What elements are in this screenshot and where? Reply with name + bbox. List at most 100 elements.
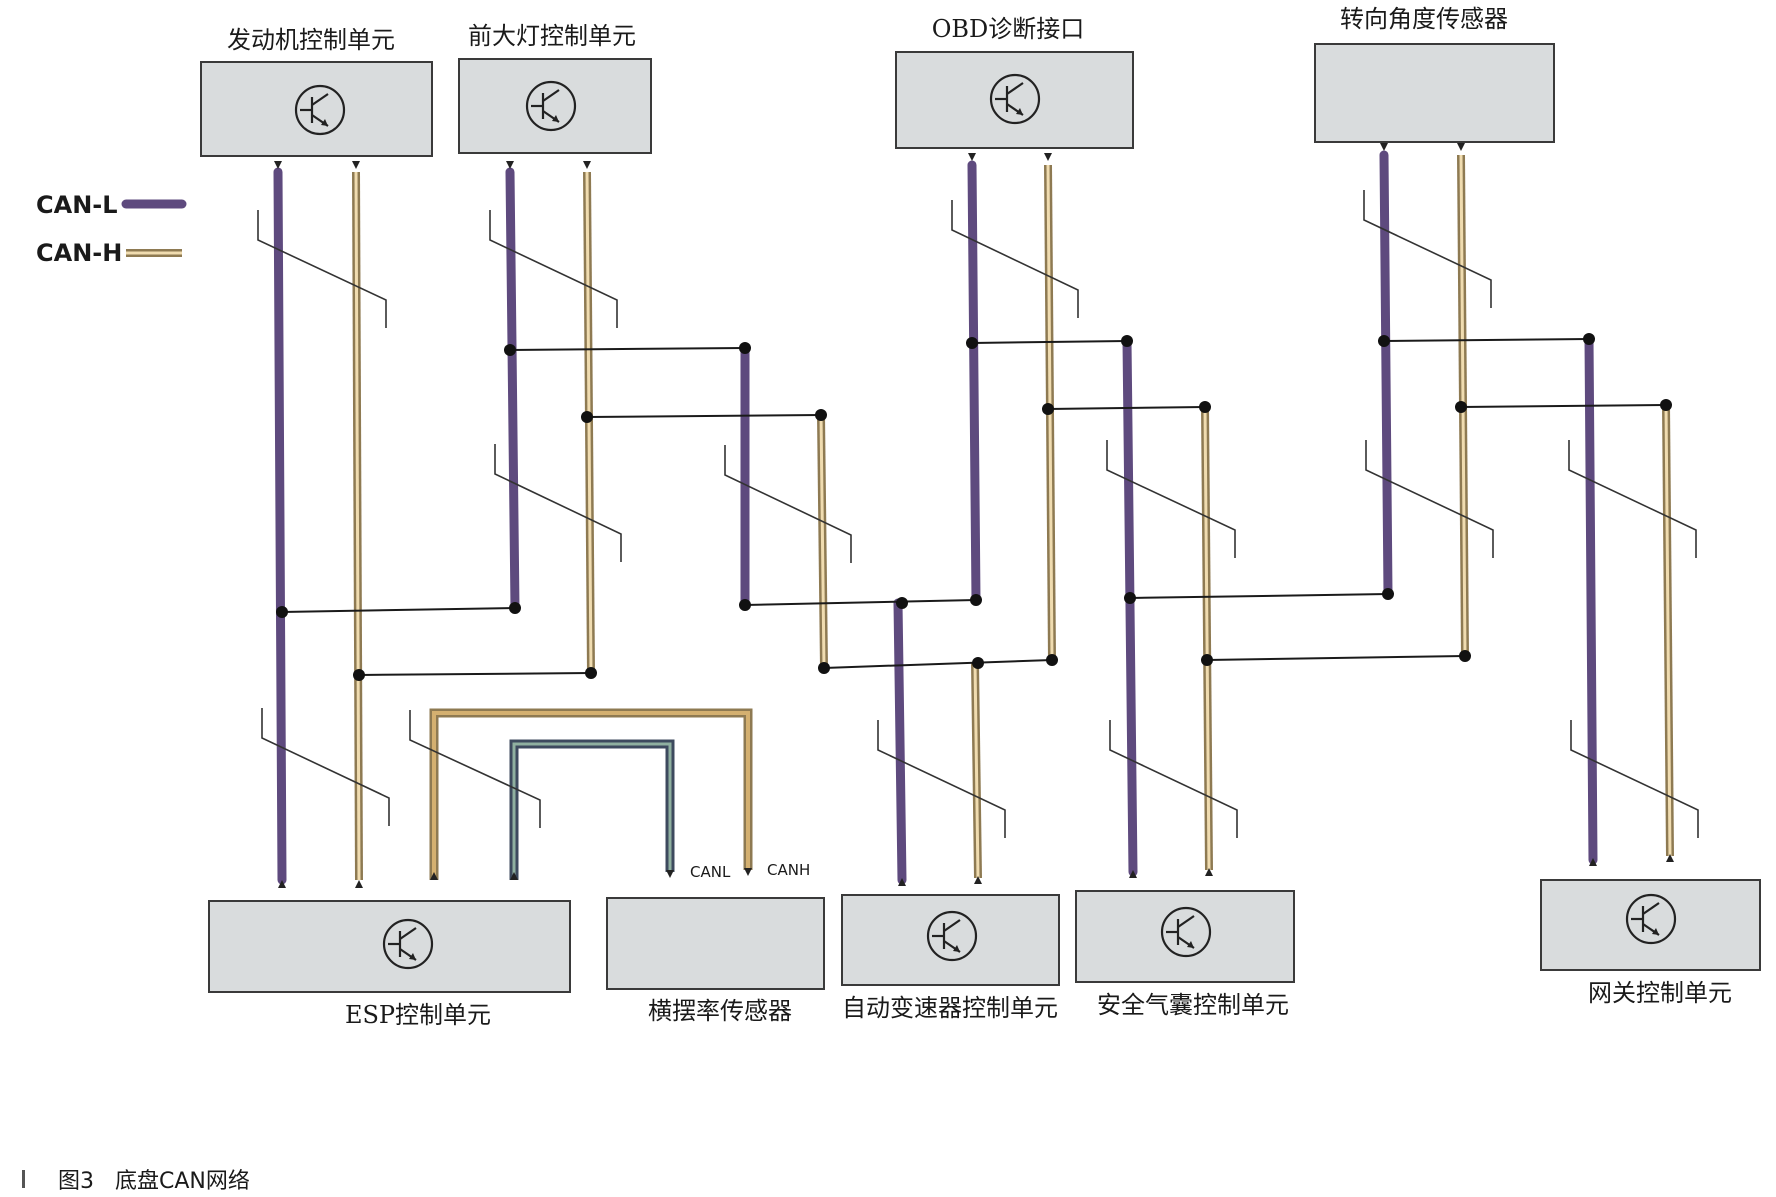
transistor-icon bbox=[989, 73, 1041, 125]
twisted-pair-mark bbox=[257, 210, 387, 328]
connector-arrow bbox=[1666, 854, 1674, 862]
junction-node bbox=[504, 344, 516, 356]
junction-node bbox=[353, 669, 365, 681]
bridge-wire bbox=[1129, 593, 1389, 599]
can-l-wire bbox=[1379, 150, 1393, 599]
junction-node bbox=[1124, 592, 1136, 604]
bridge-wire bbox=[509, 347, 746, 351]
bottom-unit-esp: ESP控制单元 bbox=[208, 900, 571, 1029]
junction-node bbox=[739, 599, 751, 611]
bridge-wire bbox=[1047, 406, 1206, 410]
connector-arrow bbox=[1380, 143, 1388, 151]
can-l-wire bbox=[505, 167, 520, 613]
junction-node bbox=[581, 411, 593, 423]
connector-arrow bbox=[506, 161, 514, 169]
junction-node bbox=[1042, 403, 1054, 415]
bridge-wire bbox=[1206, 655, 1466, 661]
can-h-wire-core bbox=[354, 171, 361, 881]
unit-label-yaw: 横摆率传感器 bbox=[648, 997, 792, 1025]
can-l-wire bbox=[1584, 334, 1598, 865]
twisted-pair-mark bbox=[1106, 440, 1236, 558]
twisted-pair-mark bbox=[951, 200, 1079, 318]
can-l-wire bbox=[967, 160, 981, 605]
can-wires bbox=[257, 143, 1699, 888]
bridge-wire bbox=[1383, 338, 1590, 342]
can-h-wire-core bbox=[1203, 406, 1211, 871]
legend-can-h-label: CAN-H bbox=[36, 239, 122, 267]
unit-label-esp: ESP控制单元 bbox=[345, 1001, 491, 1029]
junction-node bbox=[276, 606, 288, 618]
junction-node bbox=[1382, 588, 1394, 600]
bottom-unit-yaw: 横摆率传感器 CANL CANH bbox=[606, 861, 825, 1025]
can-h-wire-core bbox=[973, 662, 980, 879]
esp-yaw-canl-cable-core bbox=[512, 742, 672, 880]
junction-node bbox=[818, 662, 830, 674]
connector-arrow bbox=[1457, 143, 1465, 151]
can-l-wire bbox=[893, 598, 907, 885]
connector-arrow bbox=[974, 876, 982, 884]
twisted-pair-mark bbox=[409, 710, 541, 828]
ecu-box bbox=[208, 900, 571, 993]
ecu-box bbox=[200, 61, 433, 157]
junction-node bbox=[970, 594, 982, 606]
ecu-box bbox=[1075, 890, 1295, 983]
unit-label-obd: OBD诊断接口 bbox=[932, 15, 1085, 43]
connector-arrow bbox=[1205, 868, 1213, 876]
ecu-box bbox=[841, 894, 1060, 986]
connector-arrow bbox=[352, 161, 360, 169]
junction-node bbox=[1583, 333, 1595, 345]
unit-label-trans: 自动变速器控制单元 bbox=[842, 994, 1058, 1022]
junction-node bbox=[815, 409, 827, 421]
legend: CAN-L CAN-H bbox=[36, 191, 187, 267]
junction-node bbox=[1459, 650, 1471, 662]
connector-arrow bbox=[744, 868, 752, 876]
unit-label-headlight: 前大灯控制单元 bbox=[468, 22, 636, 50]
twisted-pair-mark bbox=[1109, 720, 1238, 838]
junction-node bbox=[1199, 401, 1211, 413]
twisted-pair-mark bbox=[724, 445, 852, 563]
connector-arrow bbox=[274, 161, 282, 169]
bottom-unit-gateway: 网关控制单元 bbox=[1540, 879, 1761, 1007]
ecu-box bbox=[895, 51, 1134, 149]
junction-node bbox=[1378, 335, 1390, 347]
twisted-pair-mark bbox=[1570, 720, 1699, 838]
twisted-pair-mark bbox=[494, 444, 622, 562]
bridge-wire bbox=[744, 599, 977, 606]
transistor-icon bbox=[1160, 906, 1212, 958]
connector-arrow bbox=[898, 878, 906, 886]
transistor-icon bbox=[294, 84, 346, 136]
twisted-pair-mark bbox=[877, 720, 1006, 838]
caption-text: 图3 底盘CAN网络 bbox=[58, 1169, 250, 1194]
can-h-wire-core bbox=[1664, 404, 1672, 857]
connector-arrow bbox=[968, 153, 976, 161]
junction-node bbox=[739, 342, 751, 354]
bridge-wire bbox=[823, 659, 1053, 669]
figure-caption: 图3 底盘CAN网络 bbox=[22, 1169, 250, 1194]
bottom-unit-airbag: 安全气囊控制单元 bbox=[1075, 890, 1295, 1019]
bridge-wire bbox=[358, 672, 592, 676]
junction-node bbox=[972, 657, 984, 669]
junction-node bbox=[1455, 401, 1467, 413]
top-unit-engine: 发动机控制单元 bbox=[200, 26, 433, 157]
yaw-pin-canl: CANL bbox=[690, 863, 731, 881]
transistor-icon bbox=[525, 80, 577, 132]
transistor-icon bbox=[926, 910, 978, 962]
twisted-pair-mark bbox=[489, 210, 618, 328]
connector-arrow bbox=[1044, 153, 1052, 161]
bridge-wire bbox=[586, 414, 822, 418]
unit-label-airbag: 安全气囊控制单元 bbox=[1097, 991, 1289, 1019]
connector-arrow bbox=[510, 872, 518, 880]
junction-node bbox=[1660, 399, 1672, 411]
transistor-icon bbox=[382, 918, 434, 970]
connector-arrow bbox=[430, 872, 438, 880]
esp-yaw-canl-cable bbox=[509, 739, 675, 880]
bottom-unit-trans: 自动变速器控制单元 bbox=[841, 894, 1060, 1022]
top-unit-headlight: 前大灯控制单元 bbox=[458, 22, 652, 154]
unit-label-steering: 转向角度传感器 bbox=[1340, 5, 1508, 33]
connector-arrow bbox=[1129, 870, 1137, 878]
bridge-wire bbox=[971, 340, 1128, 344]
junction-node bbox=[966, 337, 978, 349]
junction-node bbox=[1046, 654, 1058, 666]
can-l-wire bbox=[1122, 336, 1138, 877]
